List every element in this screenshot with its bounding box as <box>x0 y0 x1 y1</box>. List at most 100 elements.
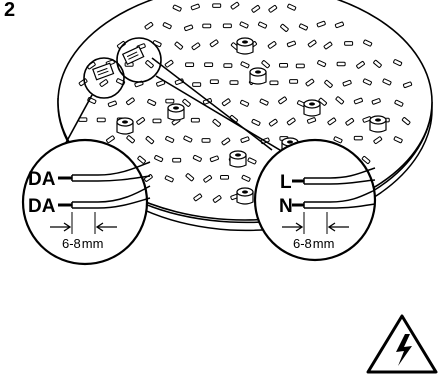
vent-slot <box>251 5 261 13</box>
vent-slot <box>164 175 174 183</box>
mounting-post <box>236 187 254 205</box>
vent-slot <box>165 135 175 143</box>
vent-slot <box>298 23 308 31</box>
vent-slot <box>334 21 345 29</box>
vent-slot <box>183 135 193 143</box>
vent-slot <box>185 62 195 67</box>
mounting-post <box>116 117 134 135</box>
vent-slot <box>229 80 239 85</box>
vent-slot <box>279 63 289 68</box>
vent-slot <box>136 117 146 125</box>
vent-slot <box>306 117 317 124</box>
vent-slot <box>154 155 164 163</box>
vent-slot <box>202 23 212 29</box>
vent-slot <box>324 79 333 88</box>
mounting-post <box>249 67 267 85</box>
vent-slot <box>333 136 343 144</box>
vent-slot <box>393 59 403 67</box>
detail-circle-right: L N 6-8mm <box>253 138 377 262</box>
vent-slot <box>361 155 371 165</box>
vent-slot <box>382 78 392 86</box>
vent-slot <box>240 61 250 69</box>
vent-slot <box>230 1 240 10</box>
vent-slot <box>145 60 154 69</box>
vent-slot <box>286 117 296 126</box>
wire-label-n: N <box>279 196 293 217</box>
callout-loop-right <box>116 37 162 83</box>
vent-slot <box>353 135 363 141</box>
vent-slot <box>323 41 333 50</box>
mounting-posts <box>116 37 387 205</box>
vent-slot <box>335 96 345 105</box>
vent-slot <box>251 118 261 126</box>
vent-slot <box>342 79 352 87</box>
vent-slot <box>164 59 174 68</box>
vent-slot <box>185 173 195 182</box>
vent-slot <box>345 117 355 126</box>
vent-slot <box>190 3 200 11</box>
vent-slot <box>96 117 106 123</box>
mounting-post <box>303 99 321 117</box>
vent-slot <box>259 98 269 106</box>
step-number: 2 <box>4 0 15 21</box>
vent-slot <box>212 3 222 8</box>
vent-slot <box>106 135 115 144</box>
vent-slot <box>193 193 203 202</box>
vent-slot <box>190 117 200 123</box>
wire-label-da-1: DA <box>28 169 56 190</box>
vent-slot <box>318 97 328 106</box>
vent-slot <box>316 20 326 28</box>
vent-slot <box>107 100 117 108</box>
vent-slot <box>125 97 135 106</box>
vent-slot <box>356 61 365 69</box>
vent-slot <box>222 23 232 29</box>
vent-slot <box>353 97 363 105</box>
vent-slot <box>172 4 182 12</box>
vent-slot <box>220 175 230 180</box>
vent-slot <box>394 99 404 107</box>
detail-circle-left: DA DA 6-8mm <box>21 138 151 266</box>
strip-length-right: 6-8mm <box>293 236 334 251</box>
mounting-post <box>167 103 185 121</box>
vent-slot <box>209 79 219 84</box>
vent-slot <box>239 21 249 29</box>
high-voltage-icon <box>366 314 438 374</box>
vent-slot <box>307 39 317 48</box>
vent-slot <box>402 81 413 89</box>
vent-slot <box>204 62 214 68</box>
vent-slot <box>201 138 211 143</box>
vent-slot <box>156 80 166 87</box>
vent-slot <box>241 174 251 182</box>
vent-slot <box>126 135 135 144</box>
vent-slot <box>174 41 184 50</box>
vent-slot <box>192 82 202 87</box>
mounting-post <box>229 150 247 168</box>
vent-slot <box>336 61 346 67</box>
strip-length-left: 6-8mm <box>62 236 103 251</box>
callout-leader-right <box>155 75 301 163</box>
vent-slot <box>305 78 315 87</box>
wire-label-da-2: DA <box>28 196 56 217</box>
vent-slot <box>145 136 155 145</box>
vent-slot <box>257 21 268 29</box>
vent-slot <box>268 4 278 13</box>
vent-slot <box>212 118 221 127</box>
vent-slot <box>212 195 222 203</box>
vent-slot <box>152 118 162 124</box>
wire-label-l: L <box>280 172 292 193</box>
vent-slot <box>209 155 219 163</box>
vent-slot <box>286 40 297 48</box>
vent-slot <box>240 99 250 107</box>
vent-slot <box>289 79 299 84</box>
callout-loop-left <box>83 57 125 99</box>
vent-slot <box>344 41 354 46</box>
vent-slot <box>327 117 337 126</box>
vent-slot <box>278 96 287 105</box>
vent-slot <box>192 154 202 162</box>
vent-slot <box>137 155 146 164</box>
mounting-post <box>369 115 387 133</box>
vent-slot <box>221 98 231 107</box>
vent-slot <box>373 59 382 68</box>
vent-slot <box>247 157 257 165</box>
